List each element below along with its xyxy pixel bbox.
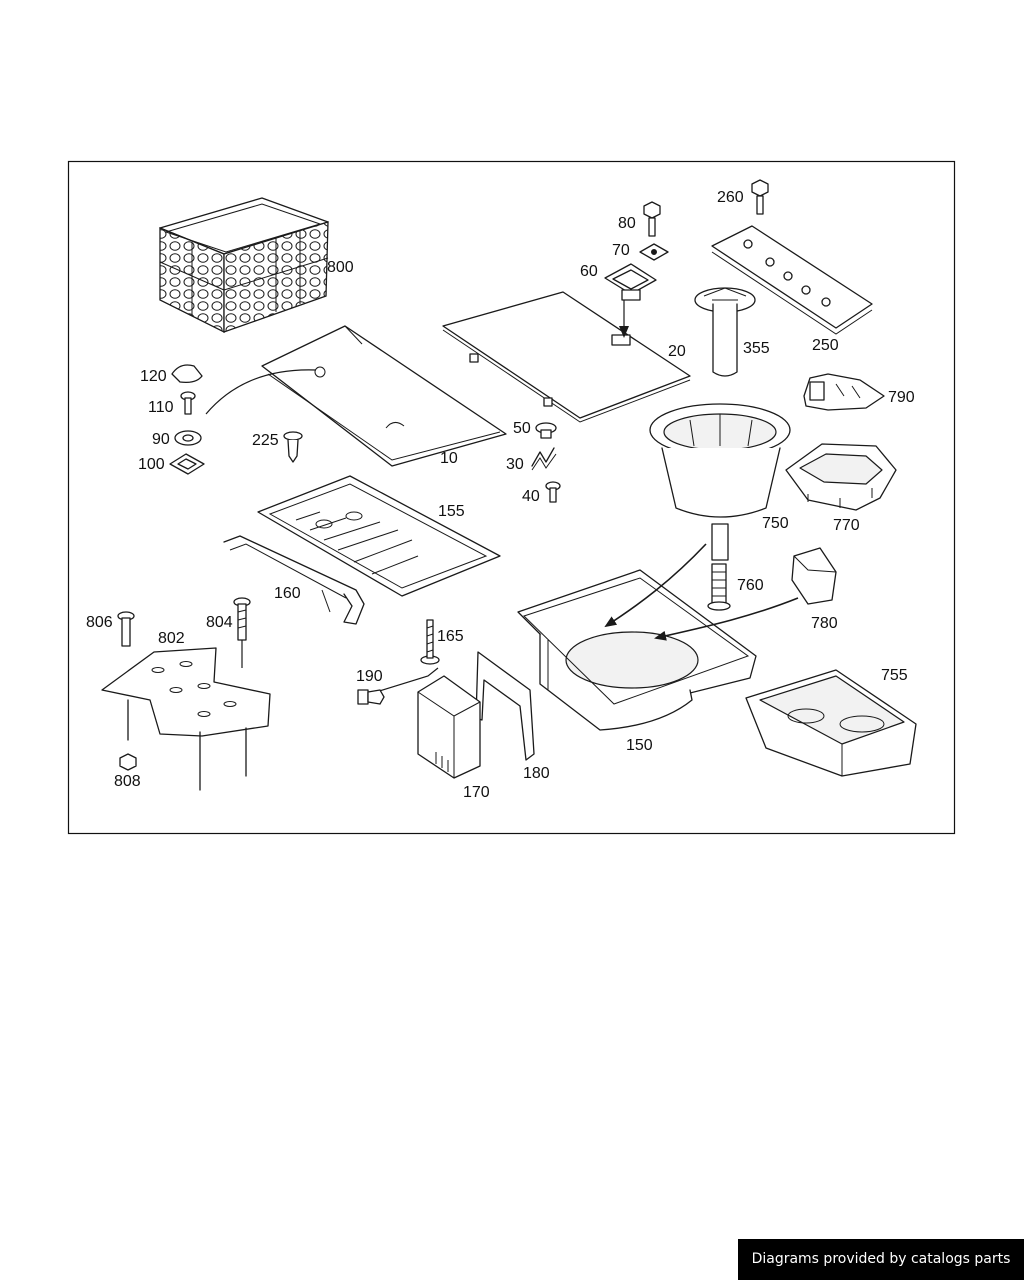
callout-250: 250	[812, 337, 839, 354]
part-10-load-cover	[205, 325, 507, 467]
callout-190: 190	[356, 668, 383, 685]
callout-760: 760	[737, 577, 764, 594]
part-160-rail-frame	[223, 535, 365, 625]
callout-160: 160	[274, 585, 301, 602]
callout-770: 770	[833, 517, 860, 534]
part-155-floor-tray	[257, 475, 501, 597]
callout-780: 780	[811, 615, 838, 632]
part-150-spare-wheel-well	[517, 569, 757, 731]
callout-155: 155	[438, 503, 465, 520]
arrow-to-150-right	[654, 597, 799, 641]
part-770-holder	[785, 443, 897, 511]
part-790-holder	[803, 373, 885, 411]
callout-100: 100	[138, 456, 165, 473]
callout-40: 40	[522, 488, 540, 505]
part-110-screw	[180, 391, 196, 415]
callout-260: 260	[717, 189, 744, 206]
callout-790: 790	[888, 389, 915, 406]
callout-806: 806	[86, 614, 113, 631]
part-20-floor-panel	[442, 291, 691, 423]
callout-165: 165	[437, 628, 464, 645]
callout-355: 355	[743, 340, 770, 357]
callout-60: 60	[580, 263, 598, 280]
part-804-screw	[233, 597, 251, 668]
part-355-center-spindle	[694, 287, 756, 377]
callout-110: 110	[148, 399, 174, 416]
callout-750: 750	[762, 515, 789, 532]
part-760-threaded-support	[707, 563, 731, 611]
callout-90: 90	[152, 431, 170, 448]
part-806-bolt	[117, 611, 135, 647]
part-190-push-clip	[357, 689, 385, 705]
part-100-grommet	[169, 453, 205, 475]
watermark-banner: Diagrams provided by catalogs parts	[738, 1239, 1024, 1280]
part-755-storage-tray	[745, 669, 917, 777]
part-808-nut	[119, 753, 137, 771]
part-80-bolt	[643, 201, 661, 237]
callout-800: 800	[327, 259, 354, 276]
part-170-control-module	[375, 667, 481, 779]
part-120-clip	[171, 364, 203, 384]
callout-120: 120	[140, 368, 167, 385]
callout-225: 225	[252, 432, 279, 449]
part-30-bracket	[531, 447, 557, 471]
part-40-bolt	[545, 481, 561, 503]
part-750-spare-wheel-well-insert	[649, 403, 791, 561]
diagram-frame	[67, 160, 956, 835]
part-802-mounting-plate	[101, 647, 271, 791]
callout-50: 50	[513, 420, 531, 437]
part-90-washer	[174, 430, 202, 446]
callout-70: 70	[612, 242, 630, 259]
callout-804: 804	[206, 614, 233, 631]
callout-30: 30	[506, 456, 524, 473]
part-800-storage-crate	[159, 197, 329, 334]
callout-170: 170	[463, 784, 490, 801]
part-250-mounting-rail	[711, 225, 873, 335]
part-260-bolt	[751, 179, 769, 215]
callout-802: 802	[158, 630, 185, 647]
callout-10: 10	[440, 450, 458, 467]
callout-80: 80	[618, 215, 636, 232]
arrow-to-150-left	[604, 543, 707, 628]
callout-180: 180	[523, 765, 550, 782]
callout-808: 808	[114, 773, 141, 790]
part-70-washer	[639, 243, 669, 261]
callout-labels: 800 80 70 60 20 260 355 250 790 120 110 …	[86, 189, 915, 801]
part-780-foam-block	[791, 547, 837, 605]
part-50-nut	[535, 422, 557, 439]
part-225-push-rivet	[283, 431, 303, 463]
callout-20: 20	[668, 343, 686, 360]
callout-150: 150	[626, 737, 653, 754]
part-60-handle	[604, 263, 657, 338]
callout-755: 755	[881, 667, 908, 684]
part-165-screw	[420, 619, 440, 665]
part-180-gasket-frame	[475, 651, 535, 761]
